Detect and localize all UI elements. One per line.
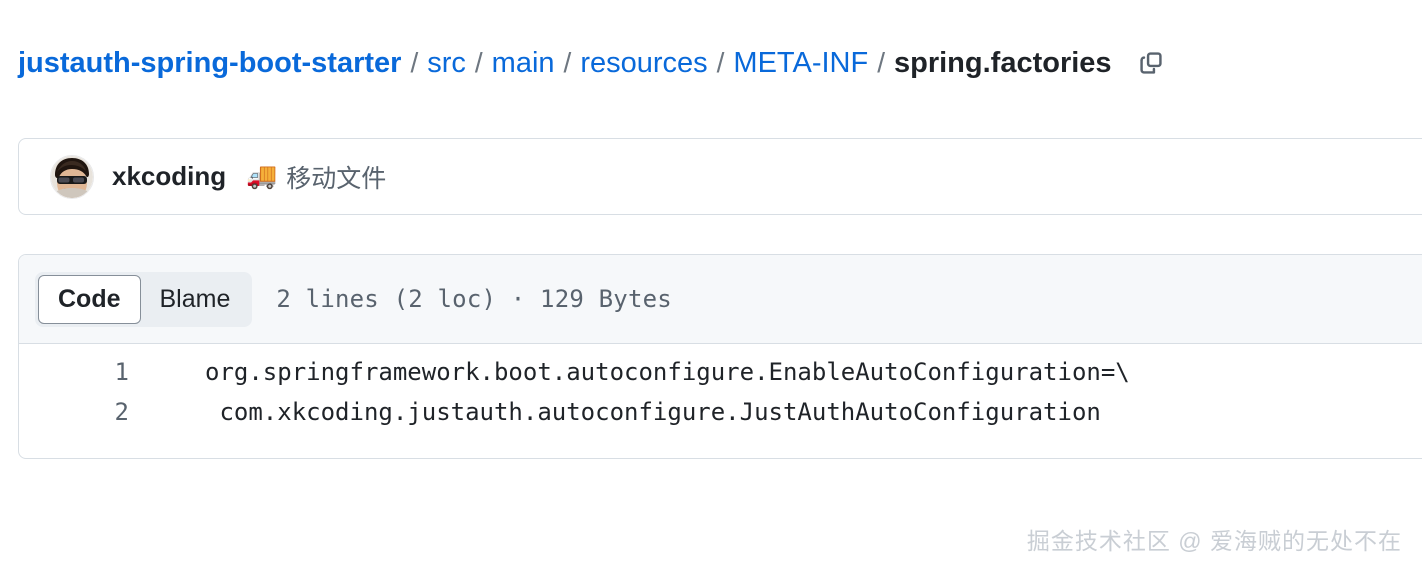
line-number[interactable]: 1 [114, 358, 129, 386]
breadcrumb-separator: / [563, 47, 572, 78]
line-content[interactable]: org.springframework.boot.autoconfigure.E… [205, 358, 1130, 386]
watermark: 掘金技术社区 @ 爱海贼的无处不在 [1026, 528, 1402, 554]
tab-blame[interactable]: Blame [159, 284, 231, 313]
file-viewer: Code Blame 2 lines (2 loc) · 129 Bytes 1… [18, 254, 1422, 459]
commit-message[interactable]: 移动文件 [286, 164, 387, 193]
breadcrumb-item-meta-inf[interactable]: META-INF [733, 47, 869, 79]
breadcrumb-item-repo[interactable]: justauth-spring-boot-starter [18, 47, 402, 79]
file-toolbar: Code Blame 2 lines (2 loc) · 129 Bytes [19, 255, 1422, 344]
breadcrumb: justauth-spring-boot-starter / src / mai… [18, 43, 1168, 83]
breadcrumb-item-resources[interactable]: resources [580, 47, 708, 79]
code-blame-toggle: Code Blame [35, 271, 253, 327]
commit-author[interactable]: xkcoding [112, 161, 227, 191]
line-number[interactable]: 2 [114, 398, 129, 426]
code-line: 1 org.springframework.boot.autoconfigure… [19, 358, 1422, 398]
latest-commit-bar: xkcoding 🚚 移动文件 [18, 138, 1422, 215]
code-line: 2 com.xkcoding.justauth.autoconfigure.Ju… [19, 398, 1422, 438]
copy-path-button[interactable] [1134, 46, 1168, 80]
breadcrumb-separator: / [410, 47, 419, 78]
breadcrumb-separator: / [474, 47, 483, 78]
breadcrumb-current-file: spring.factories [893, 47, 1112, 79]
file-meta-text: 2 lines (2 loc) · 129 Bytes [276, 285, 672, 313]
breadcrumb-separator: / [716, 47, 725, 78]
avatar-image [51, 155, 93, 198]
copy-icon [1139, 52, 1162, 74]
breadcrumb-separator: / [877, 47, 885, 78]
breadcrumb-item-main[interactable]: main [491, 47, 555, 79]
avatar[interactable] [50, 154, 94, 199]
truck-icon: 🚚 [246, 162, 278, 190]
line-content[interactable]: com.xkcoding.justauth.autoconfigure.Just… [205, 398, 1101, 426]
breadcrumb-item-src[interactable]: src [427, 47, 466, 79]
tab-code[interactable]: Code [38, 274, 141, 324]
code-content: 1 org.springframework.boot.autoconfigure… [19, 344, 1422, 438]
